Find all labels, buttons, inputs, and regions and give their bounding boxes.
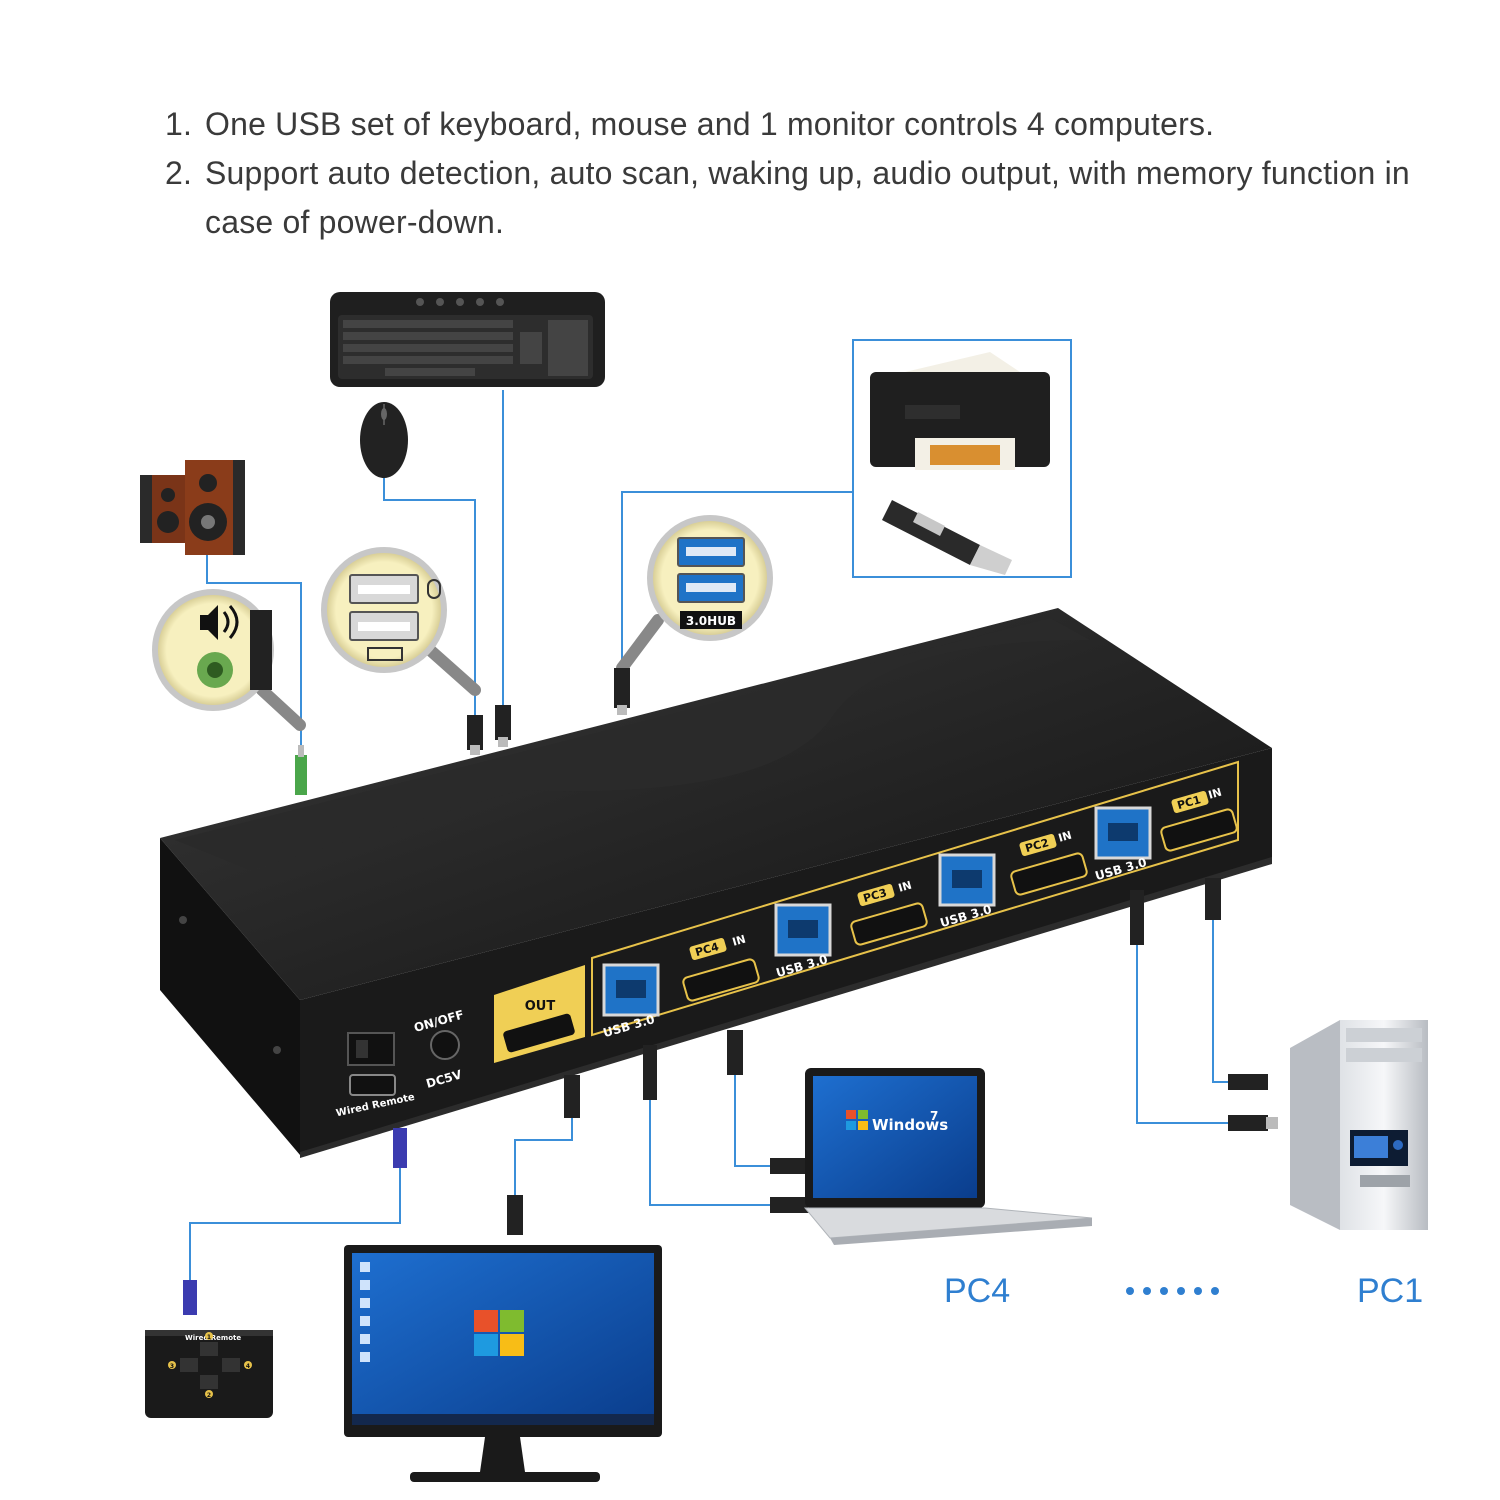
remote-button-number: 2: [207, 1392, 211, 1399]
pc4-hdmi-wire: [734, 1075, 770, 1167]
pc1-tag: PC1: [1176, 793, 1202, 812]
remote-button-number: 1: [207, 1334, 211, 1341]
audio-port-zoom: [152, 589, 306, 731]
pc3-tag: PC3: [862, 886, 888, 905]
feature-text: Support auto detection, auto scan, wakin…: [205, 155, 1410, 240]
dc-jack: [430, 1030, 460, 1060]
keyboard-icon: [367, 647, 403, 661]
remote-port: [349, 1074, 396, 1096]
pc4-usb-wire: [649, 1100, 770, 1206]
out-label: OUT: [525, 999, 556, 1014]
connection-wires: [189, 390, 1228, 1280]
pc4-in-label: IN: [731, 933, 747, 949]
feature-list: 1. One USB set of keyboard, mouse and 1 m…: [165, 100, 1425, 247]
kvm-switch: OUT ON/OFF DC5V Wired Remote USB 3.0 PC4…: [160, 608, 1272, 1158]
remote-wire: [189, 1130, 401, 1280]
laptop: Windows 7: [803, 1068, 1093, 1245]
pc4-tag: PC4: [694, 940, 721, 959]
feature-number: 1.: [165, 106, 193, 142]
pc3-hdmi-port: [850, 902, 928, 946]
remote-button-number: 3: [170, 1363, 174, 1370]
top-plugs: [295, 668, 630, 795]
remote-button-4[interactable]: [222, 1358, 240, 1372]
pc1-usb-wire: [1136, 945, 1228, 1124]
peripheral-box: [852, 339, 1072, 578]
usb-stick: [882, 500, 1012, 575]
pc1-in-label: IN: [1207, 786, 1223, 802]
pc2-hdmi-port: [1010, 852, 1088, 896]
laptop-brand: Windows: [872, 1116, 948, 1134]
mouse: [360, 402, 408, 478]
remote-button-number: 4: [246, 1363, 250, 1370]
pc1-label: PC1: [1357, 1272, 1424, 1310]
printer: [870, 352, 1050, 470]
windows-logo: [846, 1110, 868, 1130]
pc3-in-label: IN: [897, 879, 913, 895]
remote-button-2[interactable]: [200, 1375, 218, 1389]
pc2-tag: PC2: [1024, 836, 1050, 855]
usb-port-zoom: [321, 547, 481, 696]
monitor-hdmi-wire: [514, 1118, 573, 1195]
bottom-plugs: [183, 878, 1278, 1315]
windows-logo: [474, 1310, 524, 1356]
pc2-in-label: IN: [1057, 829, 1073, 845]
desktop-tower: [1290, 1020, 1428, 1230]
speaker-icon: [200, 605, 239, 640]
audio-wire: [206, 555, 302, 755]
speakers: [140, 460, 245, 555]
remote-button-3[interactable]: [180, 1358, 198, 1372]
remote-button-1[interactable]: [200, 1342, 218, 1356]
feature-item-2: 2. Support auto detection, auto scan, wak…: [165, 149, 1425, 247]
remote-buttons: 1 2 3 4: [168, 1332, 252, 1399]
feature-number: 2.: [165, 155, 193, 191]
pc1-hdmi-port: [1160, 808, 1238, 852]
keyboard: [330, 292, 605, 387]
usb-hub-wire: [621, 491, 853, 668]
remote-title: Wired Remote: [185, 1334, 241, 1342]
mouse-icon: [427, 579, 441, 599]
feature-item-1: 1. One USB set of keyboard, mouse and 1 m…: [165, 100, 1425, 149]
ellipsis-dots: [1126, 1287, 1219, 1295]
pc1-hdmi-wire: [1212, 920, 1228, 1083]
wired-remote: Wired Remote 1 2 3 4: [145, 1330, 273, 1418]
feature-text: One USB set of keyboard, mouse and 1 mon…: [205, 106, 1215, 142]
hub-label: 3.0HUB: [686, 614, 736, 628]
pc4-label: PC4: [944, 1272, 1011, 1310]
mouse-wire: [383, 475, 476, 715]
usb-hub-zoom: 3.0HUB: [616, 515, 773, 674]
laptop-version: 7: [930, 1109, 938, 1123]
power-switch[interactable]: [347, 1032, 395, 1066]
pc4-hdmi-port: [682, 958, 760, 1002]
monitor: [344, 1245, 662, 1482]
